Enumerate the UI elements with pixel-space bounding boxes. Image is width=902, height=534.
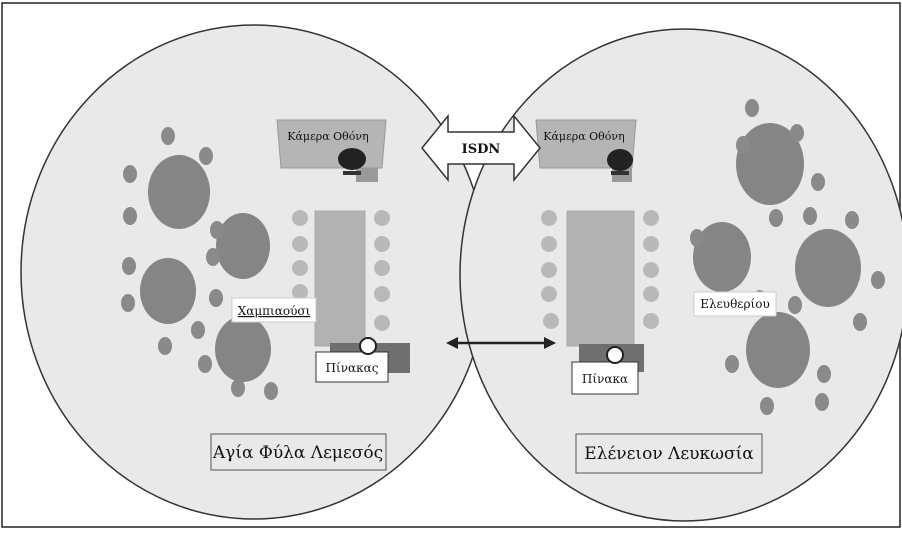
- round-table: [746, 312, 810, 388]
- isdn-link-label: ISDN: [462, 142, 501, 157]
- left-tables: [140, 155, 271, 382]
- chair: [760, 397, 774, 415]
- board-connector-icon: [606, 346, 624, 364]
- right-camera-screen: Κάμερα Οθόνη: [535, 119, 637, 182]
- right-tables: [693, 123, 861, 388]
- right-location-box: [575, 433, 763, 474]
- chair: [191, 321, 205, 339]
- left-board-box: [315, 351, 389, 383]
- left-location-label: Αγία Φύλα Λεμεσός: [212, 443, 383, 463]
- right-person-box: [693, 291, 777, 317]
- chair: [161, 127, 175, 145]
- chair: [231, 379, 245, 397]
- chair: [209, 289, 223, 307]
- chair: [121, 294, 135, 312]
- chair: [788, 296, 802, 314]
- chair: [541, 262, 557, 278]
- chair: [803, 207, 817, 225]
- chair: [817, 365, 831, 383]
- left-conference-table: [314, 210, 366, 347]
- chair: [123, 165, 137, 183]
- chair: [845, 211, 859, 229]
- chair: [198, 355, 212, 373]
- chair: [374, 286, 390, 302]
- left-chairs: [121, 127, 278, 400]
- chair: [790, 124, 804, 142]
- round-table: [215, 316, 271, 382]
- chair: [811, 173, 825, 191]
- camera-icon: [607, 149, 633, 171]
- isdn-link-arrow-icon: [421, 113, 541, 183]
- round-table: [140, 258, 196, 324]
- right-board-label: Πίνακα: [582, 372, 628, 386]
- chair: [690, 229, 704, 247]
- round-table: [736, 123, 804, 205]
- camera-base: [343, 171, 361, 175]
- chair: [122, 257, 136, 275]
- chair: [374, 210, 390, 226]
- arrow-right-icon: [544, 337, 556, 349]
- chair: [541, 286, 557, 302]
- chair: [745, 99, 759, 117]
- chair: [643, 262, 659, 278]
- chair: [374, 236, 390, 252]
- chair: [292, 236, 308, 252]
- board-connector-icon: [359, 337, 377, 355]
- chair: [292, 284, 308, 300]
- right-conference-table: [566, 210, 635, 347]
- right-location-label: Ελένειον Λευκωσία: [584, 444, 754, 464]
- chair: [374, 315, 390, 331]
- chair: [643, 286, 659, 302]
- round-table: [693, 222, 751, 292]
- arrow-left-icon: [446, 337, 458, 349]
- round-table: [148, 155, 210, 229]
- camera-base: [611, 171, 629, 175]
- chair: [210, 221, 224, 239]
- left-camera-label: Κάμερα Οθόνη: [287, 130, 368, 143]
- chair: [264, 382, 278, 400]
- chair: [815, 393, 829, 411]
- chair: [292, 210, 308, 226]
- chair: [853, 313, 867, 331]
- screen-stand: [356, 168, 378, 182]
- chair: [158, 337, 172, 355]
- chair: [541, 236, 557, 252]
- chair: [543, 313, 559, 329]
- right-person-label: Ελευθερίου: [700, 297, 770, 311]
- chair: [541, 210, 557, 226]
- camera-icon: [338, 148, 366, 170]
- chair: [199, 147, 213, 165]
- left-location-box: [210, 433, 387, 471]
- chair: [374, 260, 390, 276]
- chair: [292, 260, 308, 276]
- chair: [725, 355, 739, 373]
- left-person-label: Χαμπιαούσι: [238, 304, 311, 318]
- chair: [871, 271, 885, 289]
- chair: [643, 313, 659, 329]
- round-table: [795, 229, 861, 307]
- round-table: [216, 213, 270, 279]
- chair: [643, 210, 659, 226]
- screen-box: [276, 119, 387, 169]
- left-person-box: [231, 297, 317, 323]
- chair: [643, 236, 659, 252]
- left-camera-screen: Κάμερα Οθόνη: [276, 119, 387, 182]
- chair: [736, 136, 750, 154]
- right-conference-chairs: [541, 210, 659, 329]
- right-chairs: [690, 99, 885, 415]
- right-camera-label: Κάμερα Οθόνη: [543, 130, 624, 143]
- left-conference-chairs: [292, 210, 390, 331]
- left-board-label: Πίνακας: [326, 361, 379, 375]
- right-board-box: [571, 361, 639, 395]
- chair: [769, 209, 783, 227]
- chair: [206, 248, 220, 266]
- chair: [123, 207, 137, 225]
